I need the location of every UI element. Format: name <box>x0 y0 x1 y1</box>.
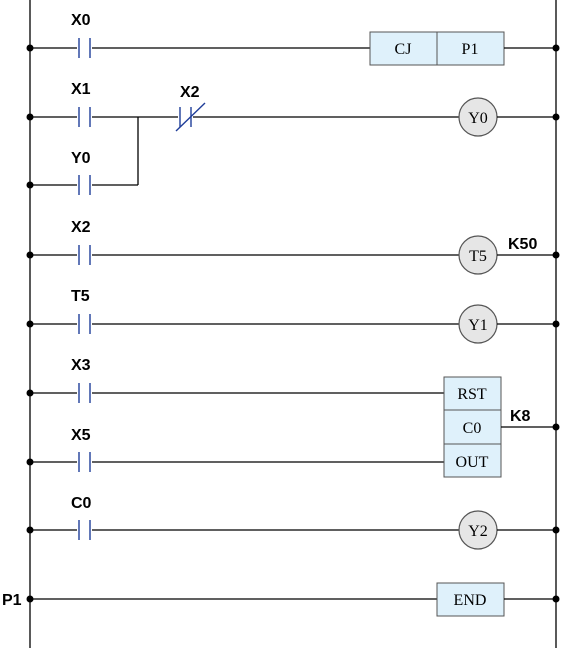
rung-4: T5 Y1 <box>26 288 560 344</box>
contact-x3-label: X3 <box>71 357 91 374</box>
pointer-p1-label: P1 <box>2 592 22 609</box>
right-node <box>552 44 560 52</box>
contact-c0-label: C0 <box>71 495 92 512</box>
end-instruction-box <box>436 582 505 617</box>
counter-name-label: C0 <box>463 420 482 437</box>
contact-x2-nc-label: X2 <box>180 84 200 101</box>
counter-box <box>443 376 502 478</box>
contact-x2-label: X2 <box>71 219 91 236</box>
counter-constant-label: K8 <box>510 408 531 425</box>
cj-arg-label: P1 <box>462 41 479 58</box>
coil-y0-label: Y0 <box>468 110 488 127</box>
contact-x5-label: X5 <box>71 427 91 444</box>
rung-2: X1 Y0 X2 Y0 <box>26 81 560 195</box>
coil-y2-label: Y2 <box>468 523 488 540</box>
rung-3: X2 T5 K50 <box>26 219 560 275</box>
timer-constant-label: K50 <box>508 236 537 253</box>
cj-op-label: CJ <box>395 41 412 58</box>
contact-t5-label: T5 <box>71 288 90 305</box>
contact-y0-label: Y0 <box>71 150 91 167</box>
rung-6: C0 Y2 <box>26 495 560 550</box>
contact-x1-label: X1 <box>71 81 91 98</box>
rung-5: X3 X5 RST C0 OUT K8 <box>26 357 560 478</box>
end-label: END <box>454 592 487 609</box>
contact-x0-label: X0 <box>71 12 91 29</box>
counter-out-label: OUT <box>456 454 489 471</box>
rung-1: X0 CJ P1 <box>26 12 560 66</box>
coil-y1-label: Y1 <box>468 317 488 334</box>
rung-7: P1 END <box>2 582 560 617</box>
coil-t5-label: T5 <box>469 248 487 265</box>
counter-rst-label: RST <box>457 386 487 403</box>
